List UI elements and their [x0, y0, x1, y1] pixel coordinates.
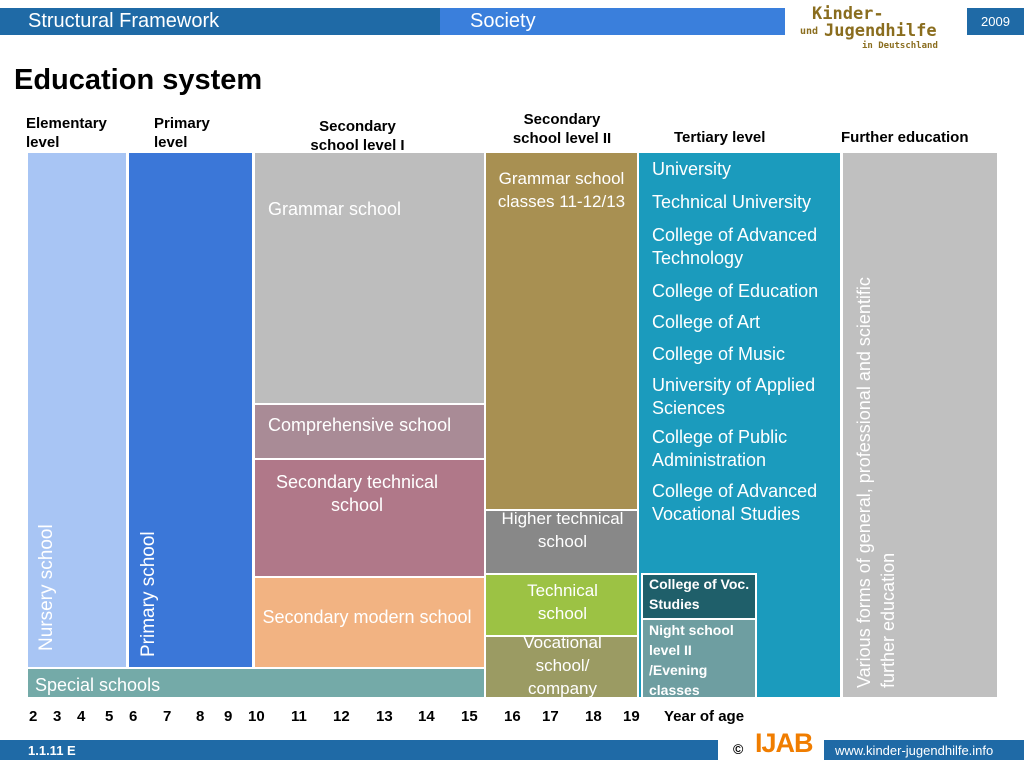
year-badge: 2009 [967, 8, 1024, 35]
column-secondary-2: Secondary school level II [512, 111, 612, 147]
age-tick: 15 [461, 708, 478, 725]
age-tick: 7 [163, 708, 172, 725]
age-tick: 18 [585, 708, 602, 725]
vocational-school-label: Vocational school/ company [523, 633, 602, 698]
tertiary-item: University of Applied Sciences [652, 375, 816, 418]
age-tick: 6 [129, 708, 138, 725]
column-elementary: Elementary level [26, 115, 107, 151]
tertiary-item: College of Advanced Technology [652, 225, 818, 268]
nursery-school-label: Nursery school [36, 524, 57, 651]
tertiary-item: College of Music [652, 344, 786, 364]
society-bar [440, 8, 785, 35]
ijab-logo: IJAB [755, 728, 814, 758]
tertiary-item: College of Public Administration [652, 427, 788, 470]
upper-grammar-school-label: Grammar school classes 11-12/13 [497, 169, 626, 211]
secondary-modern-school-label: Secondary modern school [262, 607, 472, 627]
column-secondary-1: Secondary school level I [310, 118, 405, 154]
secondary-technical-school-label: Secondary technical school [275, 472, 439, 515]
higher-technical-school-box [484, 509, 639, 575]
society-label: Society [470, 10, 536, 32]
tertiary-item: College of Art [652, 312, 761, 332]
tertiary-item: College of Advanced Vocational Studies [652, 481, 818, 524]
age-tick: 4 [77, 708, 86, 725]
upper-grammar-school-box [484, 151, 639, 511]
age-tick: 8 [196, 708, 205, 725]
age-tick: 17 [542, 708, 559, 725]
age-tick: 5 [105, 708, 114, 725]
age-tick: 14 [418, 708, 435, 725]
further-education-box [841, 151, 999, 699]
tertiary-item: Technical University [652, 192, 812, 212]
column-further: Further education [841, 129, 969, 146]
night-school-label: Night school level II /Evening classes [649, 622, 734, 698]
footer-url[interactable]: www.kinder-jugendhilfe.info [835, 743, 994, 758]
technical-school-label: Technical school [527, 581, 598, 623]
age-tick: 3 [53, 708, 62, 725]
comprehensive-school-label: Comprehensive school [268, 415, 452, 435]
column-primary: Primary level [154, 115, 210, 151]
column-tertiary: Tertiary level [674, 129, 766, 146]
logo-line3: in Deutschland [862, 41, 938, 51]
footer-bar [0, 740, 718, 760]
age-tick: 16 [504, 708, 521, 725]
age-tick: 12 [333, 708, 350, 725]
special-schools-label: Special schools [35, 675, 161, 695]
age-axis-label: Year of age [664, 708, 745, 725]
primary-school-label: Primary school [138, 531, 159, 657]
age-tick: 19 [623, 708, 640, 725]
grammar-school-box [253, 151, 486, 405]
tertiary-item: College of Education [652, 281, 819, 301]
footer-url-bar [824, 740, 1024, 760]
primary-school-box [127, 151, 254, 669]
age-tick: 2 [29, 708, 38, 725]
logo-line1: Kinder- [812, 4, 884, 24]
voc-studies-label: College of Voc. Studies [649, 576, 750, 612]
page-title: Education system [14, 64, 263, 96]
copyright-symbol: © [733, 741, 744, 757]
age-tick: 9 [224, 708, 233, 725]
logo-line2: Jugendhilfe [824, 21, 937, 41]
footer-code: 1.1.11 E [28, 743, 76, 758]
framework-label: Structural Framework [28, 10, 220, 32]
age-tick: 10 [248, 708, 265, 725]
grammar-school-label: Grammar school [268, 199, 402, 219]
vocational-school-box [484, 635, 639, 699]
logo: Kinder- und Jugendhilfe in Deutschland [796, 4, 966, 54]
special-schools-box [26, 667, 486, 699]
higher-technical-school-label: Higher technical school [501, 509, 624, 551]
night-school-box [641, 618, 757, 699]
age-tick: 11 [291, 708, 307, 725]
logo-und: und [800, 26, 819, 37]
further-education-label: Various forms of general, professional a… [854, 277, 898, 688]
tertiary-item: University [652, 159, 732, 179]
age-tick: 13 [376, 708, 393, 725]
tertiary-list: University Technical University College … [652, 158, 840, 526]
